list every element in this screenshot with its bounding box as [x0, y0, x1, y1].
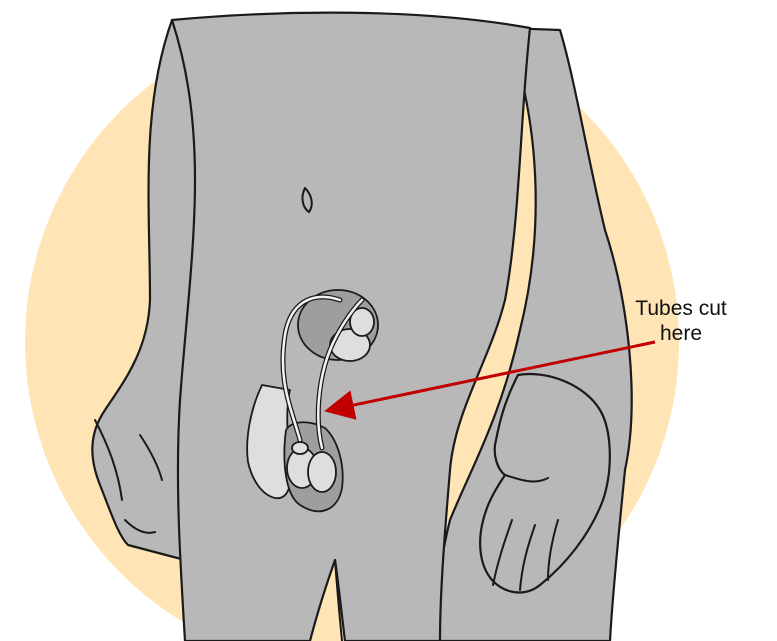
testis-right — [308, 452, 336, 492]
annotation-label: Tubes cut here — [610, 296, 752, 346]
epididymis — [292, 442, 308, 454]
annotation-line-2: here — [610, 321, 752, 346]
annotation-line-1: Tubes cut — [610, 296, 752, 321]
